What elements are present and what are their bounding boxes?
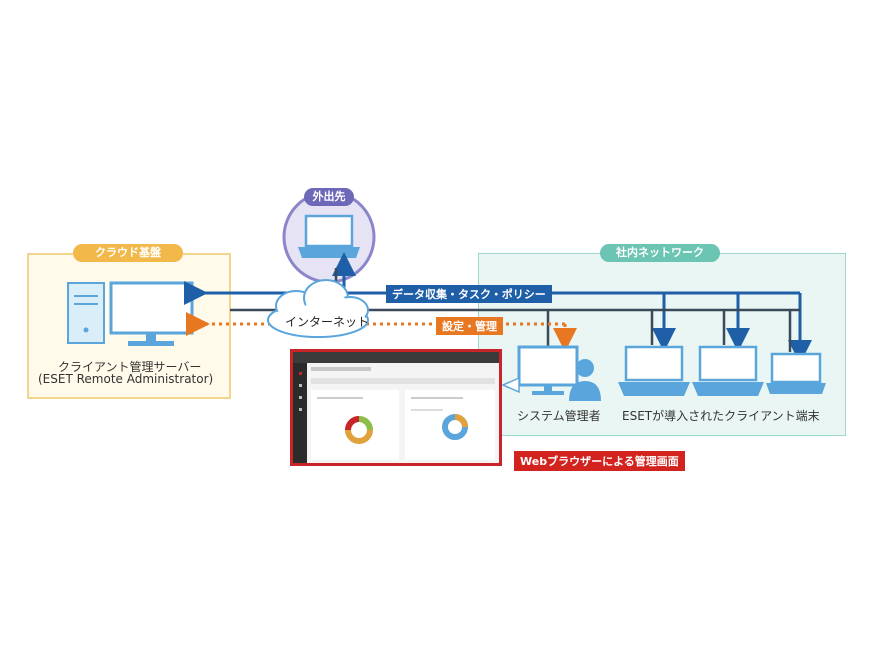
- admin-monitor-icon: [517, 345, 579, 395]
- outside-location-label: 外出先: [304, 188, 354, 206]
- settings-management-banner: 設定・管理: [436, 317, 503, 335]
- internet-label: インターネット: [285, 315, 370, 329]
- person-icon: [569, 359, 601, 401]
- laptop-icon: [298, 214, 360, 258]
- server-tower-icon: [67, 282, 105, 344]
- internal-network-label: 社内ネットワーク: [600, 244, 720, 262]
- server-label: クライアント管理サーバー: [58, 360, 202, 374]
- server-product-label: (ESET Remote Administrator): [38, 372, 214, 386]
- client-laptop-3-icon: [766, 352, 826, 394]
- client-laptop-1-icon: [618, 345, 690, 396]
- cloud-platform-label: クラウド基盤: [73, 244, 183, 262]
- client-laptop-2-icon: [692, 345, 764, 396]
- browser-console-caption: Webブラウザーによる管理画面: [514, 451, 685, 471]
- web-console-screenshot: [290, 349, 502, 466]
- data-collection-banner: データ収集・タスク・ポリシー: [386, 285, 552, 303]
- clients-label: ESETが導入されたクライアント端末: [622, 409, 820, 423]
- monitor-icon: [109, 281, 194, 346]
- admin-label: システム管理者: [517, 409, 601, 423]
- cloud-icon: [267, 279, 369, 338]
